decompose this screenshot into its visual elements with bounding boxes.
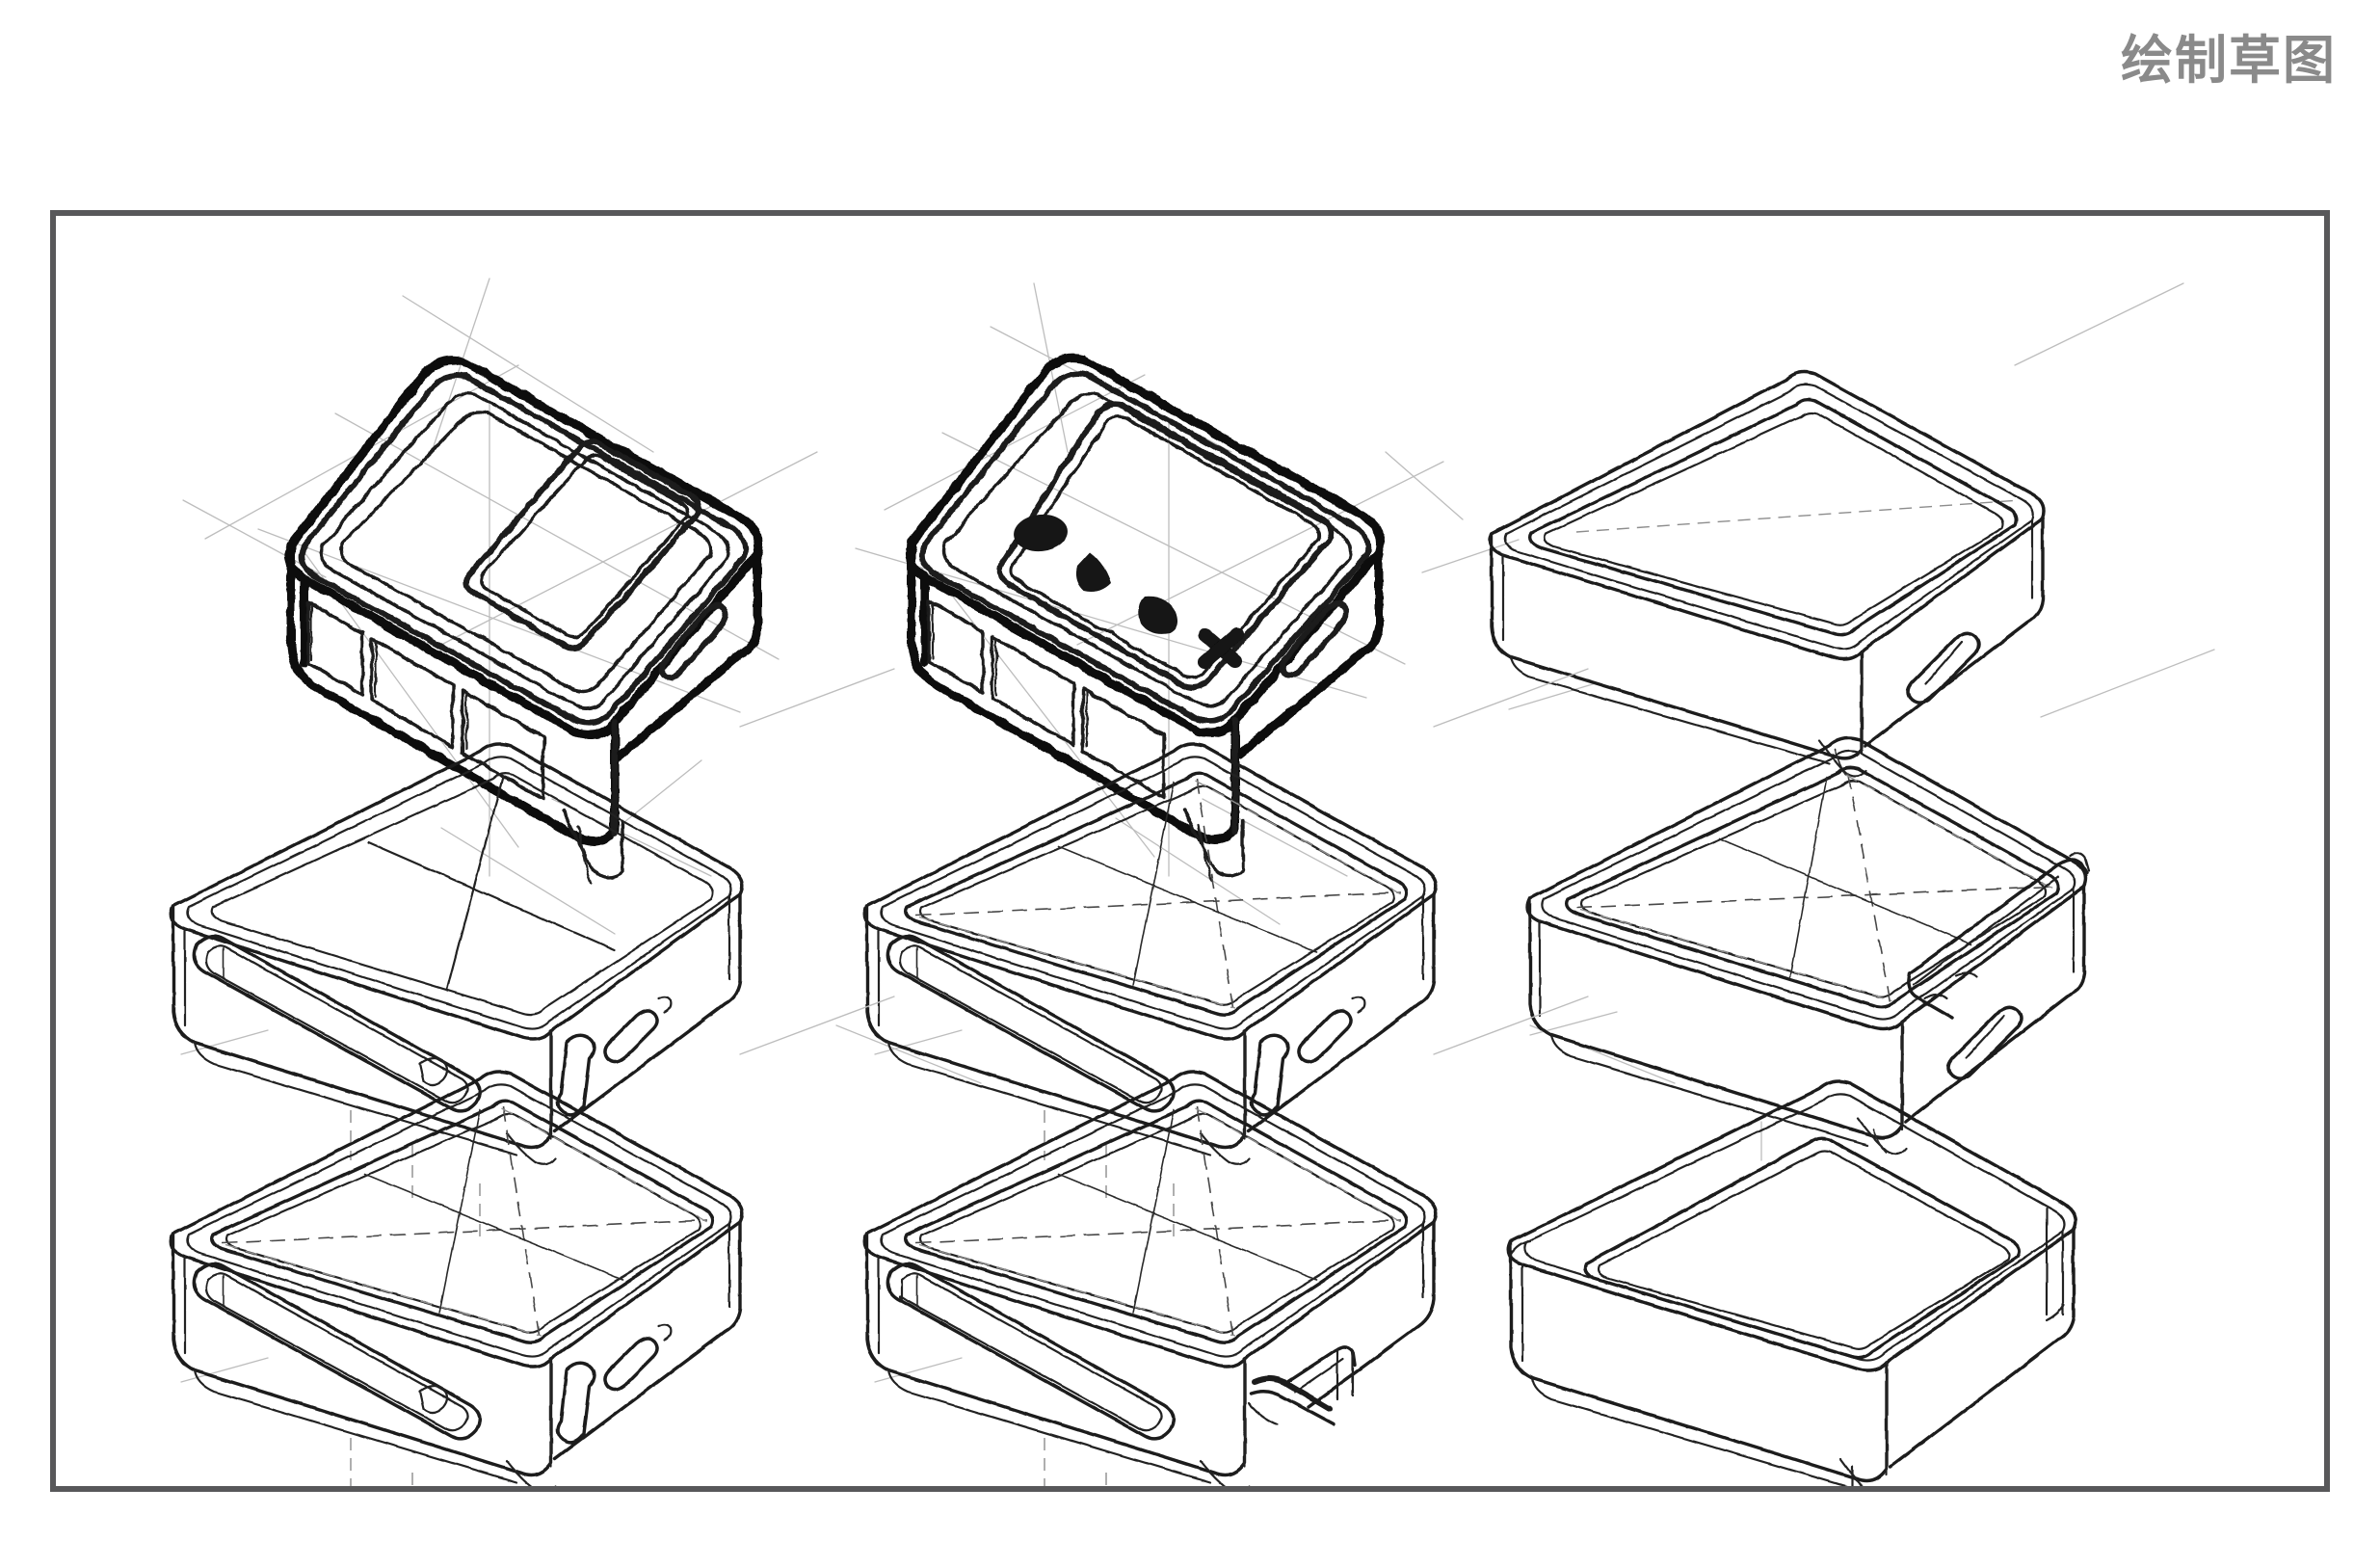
sketch-8-guides: [874, 996, 1589, 1486]
sketch-2-control-marks: [1014, 514, 1244, 669]
sketch-2: [855, 282, 1464, 925]
sketch-4: [170, 668, 982, 1237]
panel-diagonal-a: [914, 891, 1402, 917]
panel-divider-a: [366, 840, 617, 952]
open-hinge-detail: [1247, 1344, 1357, 1426]
panel-diagonal-c: [918, 917, 1236, 1009]
sketch-6: [1525, 649, 2215, 1161]
panel-diagonal-b: [1196, 778, 1234, 1011]
sketch-drawing-canvas: [170, 278, 2215, 1486]
control-mark-dome: [1138, 596, 1177, 634]
page-title: 绘制草图: [2121, 32, 2337, 90]
control-mark-ellipse: [1014, 514, 1068, 552]
sketch-9: [1507, 1079, 2077, 1486]
sketch-5: [863, 668, 1676, 1237]
sketch-3-guides: [1421, 282, 2184, 710]
sketch-canvas-wrap: [56, 216, 2324, 1486]
panel-divider-b: [445, 775, 505, 991]
sketch-board: [50, 210, 2330, 1492]
sketch-8: [863, 996, 1589, 1486]
control-mark-x: [1198, 627, 1244, 669]
sketch-1: [182, 278, 818, 935]
sketch-7: [170, 996, 895, 1486]
hinge-flap: [1907, 852, 2091, 1020]
sketch-7-guides: [180, 996, 895, 1486]
control-mark-teardrop: [1075, 552, 1111, 592]
sketch-4-guides: [180, 668, 982, 1237]
sketch-5-guides: [874, 668, 1676, 1237]
sketch-3: [1421, 282, 2184, 778]
